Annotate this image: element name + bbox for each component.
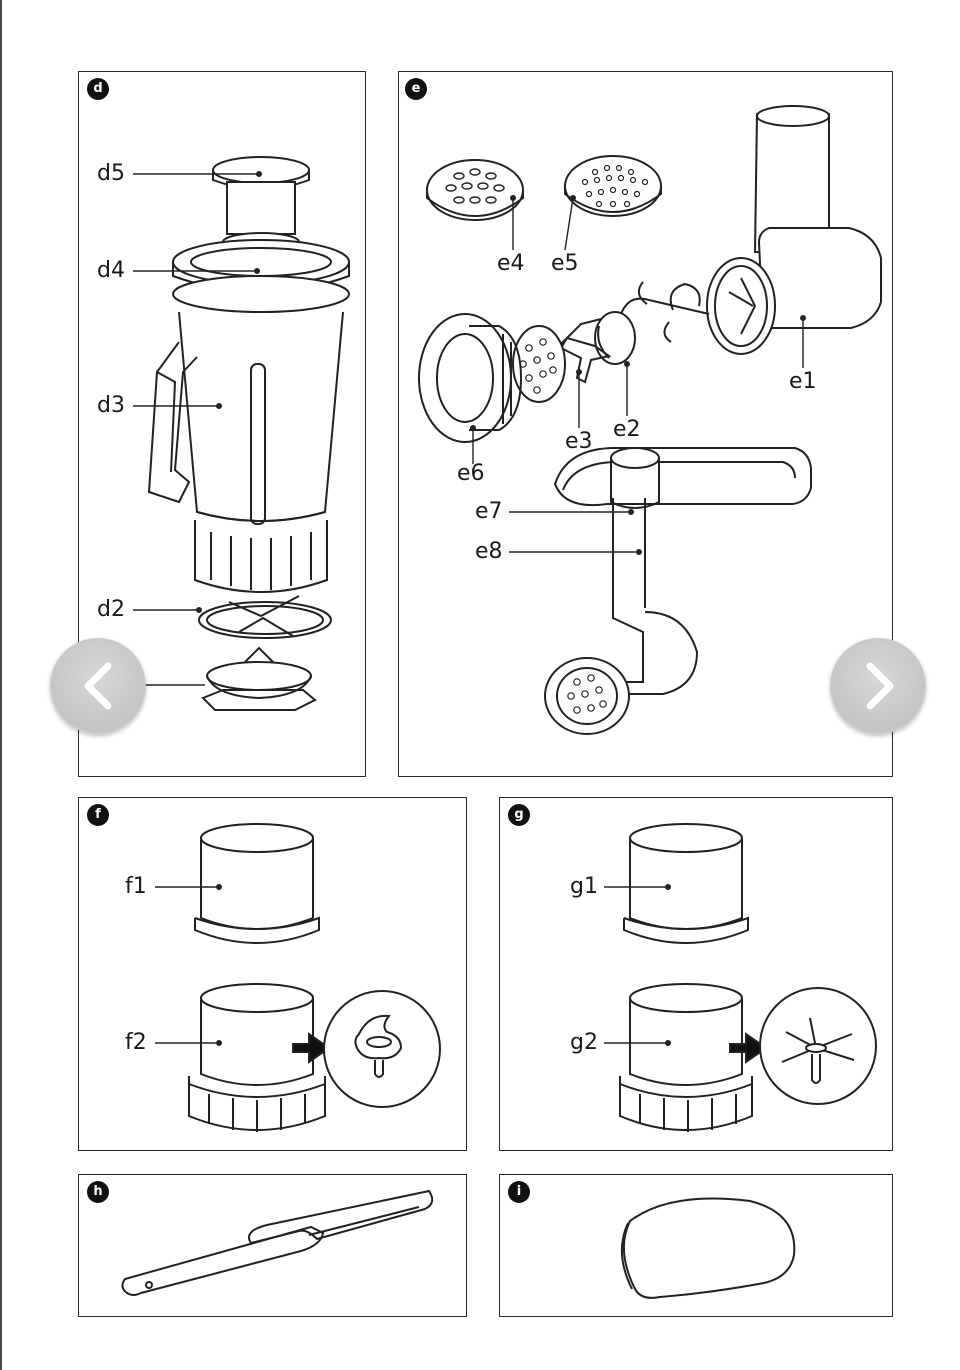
- callout-f1: f1: [125, 874, 147, 899]
- callout-d4: d4: [97, 258, 125, 283]
- callout-e4: e4: [497, 251, 525, 276]
- callout-d3: d3: [97, 393, 125, 418]
- blender-jar-illustration: [133, 156, 350, 711]
- callout-d2: d2: [97, 597, 125, 622]
- panel-badge-i: i: [508, 1181, 530, 1203]
- callout-e5: e5: [551, 251, 579, 276]
- panel-badge-f: f: [87, 804, 109, 826]
- page-edge: [0, 0, 2, 1370]
- panel-h: h: [78, 1174, 467, 1317]
- panel-badge-h: h: [87, 1181, 109, 1203]
- panel-badge-d: d: [87, 78, 109, 100]
- callout-g2: g2: [570, 1030, 598, 1055]
- panel-i: i: [499, 1174, 893, 1317]
- panel-e: e: [398, 71, 893, 777]
- callout-e7: e7: [475, 499, 503, 524]
- chopper-bowl-illustration: [155, 823, 441, 1132]
- panel-g: g g1 g2: [499, 797, 893, 1151]
- callout-e6: e6: [457, 461, 485, 486]
- callout-g1: g1: [570, 874, 598, 899]
- spatula-illustration: [121, 1189, 434, 1296]
- panel-badge-g: g: [508, 804, 530, 826]
- callout-e2: e2: [613, 417, 641, 442]
- callout-f2: f2: [125, 1030, 147, 1055]
- scraper-illustration: [620, 1197, 796, 1299]
- callout-d5: d5: [97, 161, 125, 186]
- panel-badge-e: e: [405, 78, 427, 100]
- panel-f: f f1 f2: [78, 797, 467, 1151]
- callout-e1: e1: [789, 369, 817, 394]
- mill-bowl-illustration: [604, 823, 877, 1132]
- next-page-button[interactable]: [830, 638, 926, 734]
- meat-grinder-illustration: [418, 105, 882, 735]
- chevron-right-icon: [866, 662, 894, 710]
- previous-page-button[interactable]: [50, 638, 146, 734]
- callout-e3: e3: [565, 429, 593, 454]
- chevron-left-icon: [84, 662, 112, 710]
- callout-e8: e8: [475, 539, 503, 564]
